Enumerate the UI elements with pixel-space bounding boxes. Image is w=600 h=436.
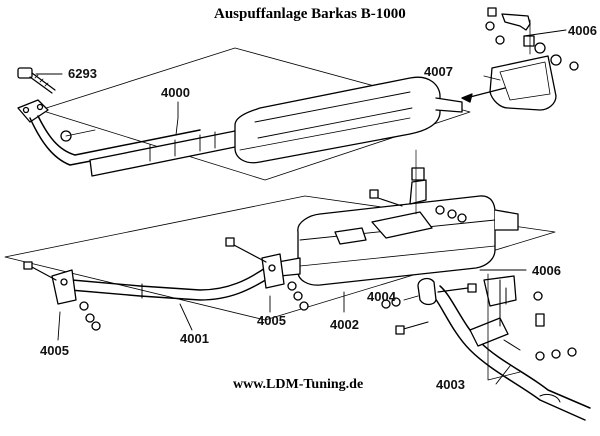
leader-lines <box>35 29 567 385</box>
part-label-4005-left: 4005 <box>40 343 69 358</box>
part-label-4003: 4003 <box>436 377 465 392</box>
tail-pipe-4003 <box>381 273 591 421</box>
part-label-4007: 4007 <box>424 64 453 79</box>
front-pipe-4000 <box>17 76 463 177</box>
hardware-4006-top <box>485 7 579 71</box>
bolt-6293 <box>17 67 56 94</box>
part-label-4006-right: 4006 <box>532 263 561 278</box>
bracket-4007 <box>461 55 557 111</box>
part-label-4004: 4004 <box>367 289 396 304</box>
footer-url: www.LDM-Tuning.de <box>233 377 364 392</box>
part-label-6293: 6293 <box>68 66 97 81</box>
part-label-4002: 4002 <box>330 317 359 332</box>
pipe-4001 <box>23 237 309 331</box>
part-label-4006-top: 4006 <box>568 23 597 38</box>
part-label-4001: 4001 <box>180 331 209 346</box>
rear-silencer-4002 <box>277 149 519 286</box>
diagram-title: Auspuffanlage Barkas B-1000 <box>214 6 406 22</box>
part-label-4000: 4000 <box>161 85 190 100</box>
part-label-4005-mid: 4005 <box>257 313 286 328</box>
